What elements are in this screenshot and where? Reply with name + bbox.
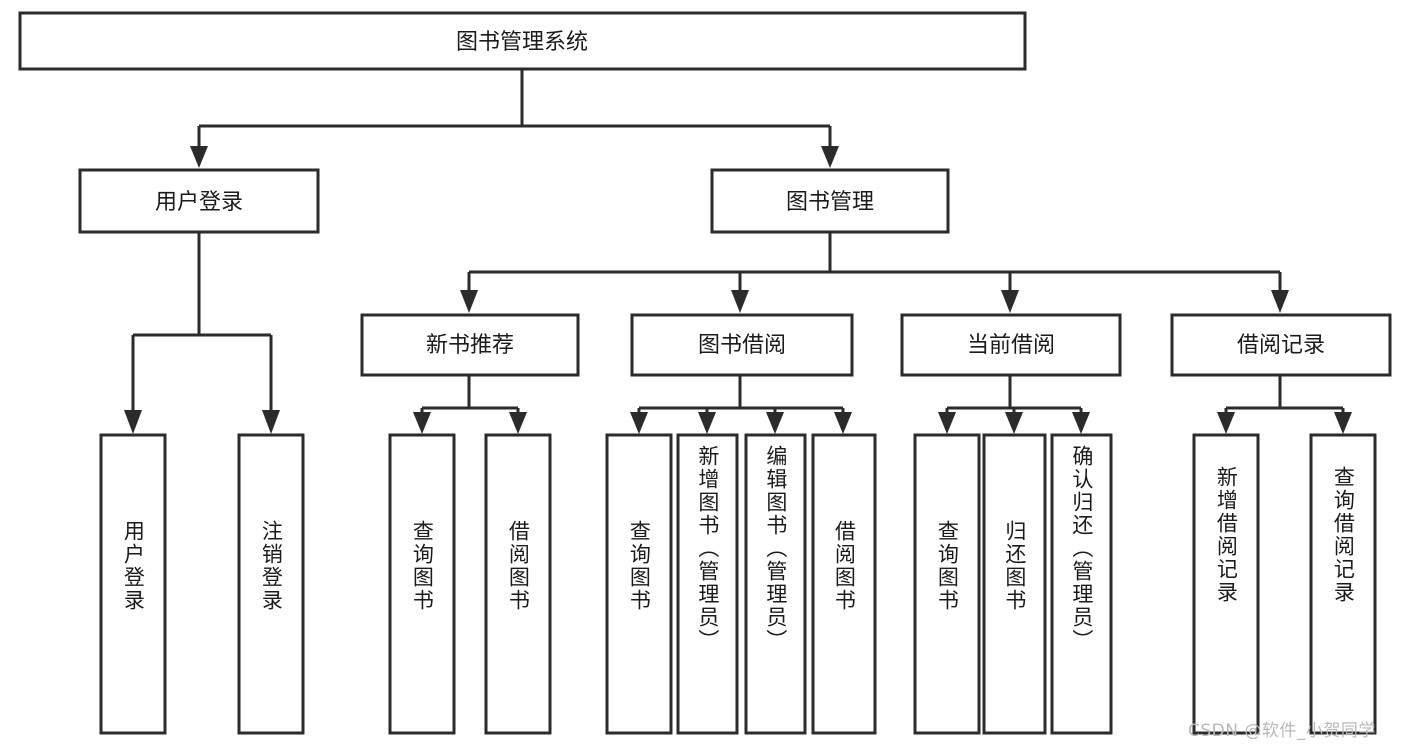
arrow-head-query-record (1334, 412, 1352, 434)
node-box-current-borrow[interactable] (900, 313, 1122, 377)
label-new-book-recommend: 新书推荐 (426, 333, 514, 358)
node-box-leaf-borrow-book-2[interactable] (811, 433, 877, 735)
node-box-book-manage[interactable] (710, 168, 950, 234)
arrow-head-edit-book (766, 412, 784, 434)
arrow-head-return-book (1005, 412, 1023, 434)
arrow-head-borrow-book-2 (834, 412, 852, 434)
label-current-borrow: 当前借阅 (967, 333, 1055, 358)
node-box-new-book-recommend[interactable] (360, 313, 580, 377)
arrow-head-query-book-2 (630, 412, 648, 434)
arrow-head-leaf-user-login (124, 410, 142, 434)
csdn-watermark: CSDN @软件_小贺同学 (1188, 721, 1376, 741)
label-book-manage: 图书管理 (786, 190, 874, 215)
node-layer (18, 11, 1392, 735)
arrow-head-borrow-book-1 (509, 412, 527, 434)
node-box-leaf-user-login[interactable] (99, 433, 167, 735)
node-box-leaf-query-book-2[interactable] (605, 433, 673, 735)
arrow-head-query-book-1 (413, 412, 431, 434)
node-box-book-borrow[interactable] (630, 313, 854, 377)
arrow-head-add-book (698, 412, 716, 434)
node-box-leaf-borrow-book-1[interactable] (484, 433, 552, 735)
arrow-head-leaf-logout (262, 410, 280, 434)
node-box-leaf-add-book[interactable] (676, 433, 739, 735)
label-user-login: 用户登录 (155, 190, 243, 215)
label-borrow-record: 借阅记录 (1237, 333, 1325, 358)
node-box-leaf-return-book[interactable] (982, 433, 1047, 735)
node-box-user-login[interactable] (78, 168, 320, 234)
node-box-leaf-edit-book[interactable] (744, 433, 807, 735)
node-box-leaf-query-record[interactable] (1309, 433, 1377, 735)
label-book-borrow: 图书借阅 (698, 333, 786, 358)
node-box-leaf-confirm-return[interactable] (1050, 433, 1113, 735)
arrow-head-user-login (190, 146, 208, 168)
label-root: 图书管理系统 (456, 30, 588, 55)
node-box-root[interactable] (18, 11, 1027, 71)
node-box-leaf-add-record[interactable] (1192, 433, 1260, 735)
arrow-head-borrow-record (1271, 290, 1289, 313)
arrow-head-current-borrow (1001, 290, 1019, 313)
node-box-leaf-query-book-3[interactable] (913, 433, 981, 735)
arrow-head-book-manage (821, 146, 839, 168)
node-box-leaf-logout[interactable] (237, 433, 305, 735)
arrow-head-new-book (460, 290, 478, 313)
arrow-head-add-record (1217, 412, 1235, 434)
node-box-leaf-query-book-1[interactable] (388, 433, 456, 735)
arrow-head-confirm-return (1072, 412, 1090, 434)
label-layer: 图书管理系统 用户登录 图书管理 新书推荐 图书借阅 当前借阅 借阅记录 (155, 30, 1325, 358)
node-box-borrow-record[interactable] (1170, 313, 1392, 377)
arrow-head-query-book-3 (938, 412, 956, 434)
connector-layer (124, 70, 1352, 434)
arrow-head-book-borrow (731, 290, 749, 313)
